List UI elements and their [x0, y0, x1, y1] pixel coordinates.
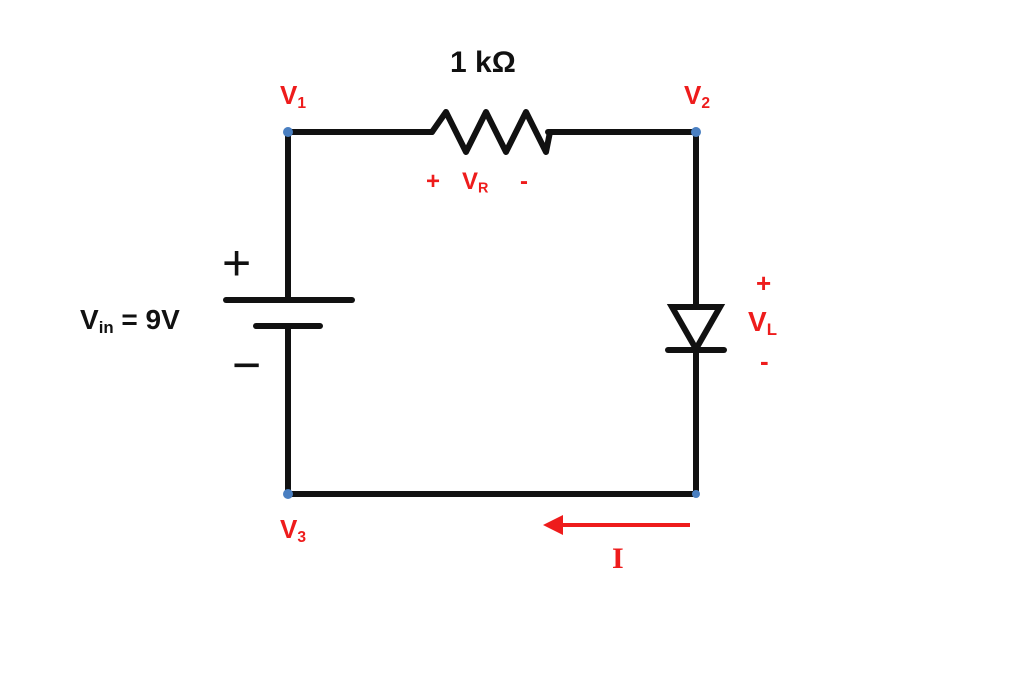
- diode-triangle: [666, 304, 726, 356]
- resistor-value-label: 1 kΩ: [450, 46, 516, 79]
- source-label-main: V: [80, 304, 99, 335]
- node-v3-sub: 3: [297, 528, 307, 546]
- node-v1-dot: [283, 127, 293, 137]
- node-v1-label: V1: [280, 82, 306, 111]
- resistor-polarity-minus: -: [520, 168, 528, 195]
- load-voltage-sub: L: [766, 320, 777, 340]
- source-label-sub: in: [98, 318, 114, 338]
- load-voltage-label: VL: [748, 308, 777, 339]
- source-voltage-label: Vin = 9V: [80, 306, 180, 337]
- resistor-voltage-label: VR: [462, 170, 488, 196]
- node-bottom-right-dot: [692, 490, 700, 498]
- resistor-voltage-sub: R: [478, 180, 489, 197]
- load-polarity-minus: -: [760, 346, 769, 376]
- source-minus-sign: −: [232, 337, 262, 393]
- wires: [285, 129, 699, 497]
- current-label: I: [612, 542, 624, 575]
- current-arrow-head: [543, 515, 563, 535]
- node-v2-sub: 2: [701, 94, 711, 112]
- node-v3-dot: [283, 489, 293, 499]
- source-label-value: = 9V: [113, 304, 180, 335]
- resistor-voltage-main: V: [462, 168, 479, 195]
- source-plus-sign: +: [222, 235, 252, 291]
- node-v1-main: V: [280, 80, 298, 110]
- node-v1-sub: 1: [297, 94, 307, 112]
- resistor-polarity-plus: +: [426, 168, 441, 195]
- node-v3-label: V3: [280, 516, 306, 545]
- node-v2-label: V2: [684, 82, 710, 111]
- load-polarity-plus: +: [756, 268, 772, 298]
- node-v3-main: V: [280, 514, 298, 544]
- node-v2-dot: [691, 127, 701, 137]
- resistor-symbol: [429, 109, 553, 155]
- node-v2-main: V: [684, 80, 702, 110]
- load-voltage-main: V: [748, 306, 767, 337]
